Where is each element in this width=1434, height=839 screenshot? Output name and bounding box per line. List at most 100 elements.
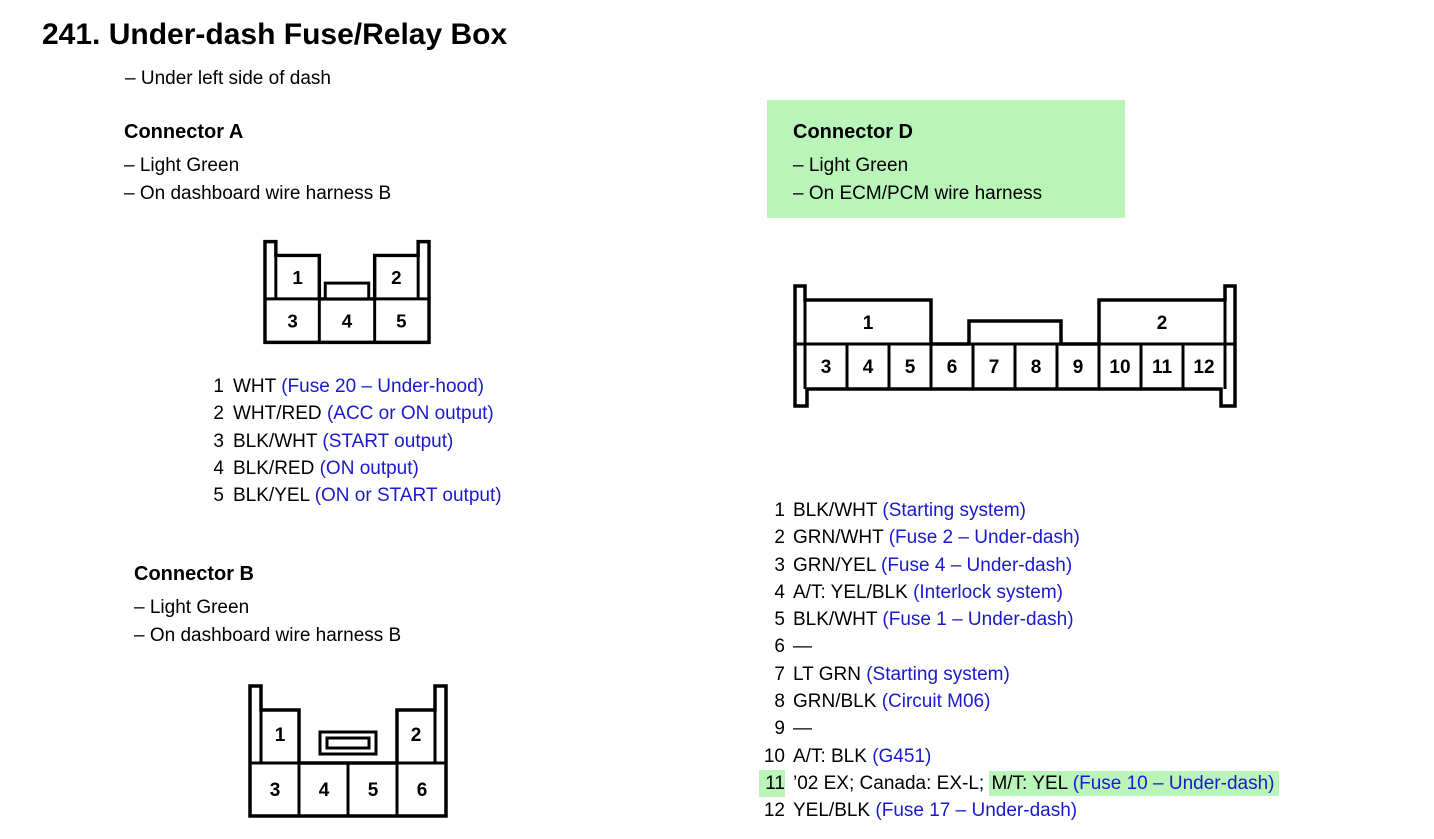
pin-row-highlighted: 11’02 EX; Canada: EX-L; M/T: YEL (Fuse 1… (759, 769, 1280, 798)
connector-b-diagram: 1 2 3 4 5 6 (248, 684, 448, 818)
pin-variant-prefix: ’02 EX; Canada: EX-L; (793, 772, 985, 794)
pin-wire-color: BLK/RED (233, 457, 315, 479)
connector-b-note-color: – Light Green (134, 597, 250, 618)
connector-a-heading: Connector A (124, 121, 244, 143)
pin-wire-color: A/T: BLK (793, 745, 867, 767)
connector-b-cavity-4: 4 (319, 780, 330, 801)
connector-a-cavity-4: 4 (342, 311, 353, 332)
pin-row: 2 WHT/RED (ACC or ON output) (208, 400, 502, 427)
pin-wire-color: GRN/WHT (793, 527, 884, 549)
connector-a-cavity-1: 1 (292, 267, 302, 288)
keying-tab-inner (325, 736, 371, 750)
pin-description: (Fuse 4 – Under-dash) (881, 554, 1073, 576)
pin-wire-color: A/T: YEL/BLK (793, 581, 908, 603)
pin-number: 3 (774, 554, 785, 576)
connector-d-heading: Connector D (793, 121, 913, 143)
pin-description: (Circuit M06) (881, 691, 991, 713)
connector-a-cavity-5: 5 (396, 311, 406, 332)
keying-tab (323, 281, 371, 301)
connector-a-pin-list: 1 WHT (Fuse 20 – Under-hood) 2 WHT/RED (AC… (208, 373, 502, 509)
connector-b-heading: Connector B (134, 563, 254, 585)
connector-d-cavity-12: 12 (1193, 357, 1214, 378)
pin-description: (Interlock system) (913, 581, 1063, 603)
connector-d-note-harness: – On ECM/PCM wire harness (793, 183, 1043, 204)
pin-number: 5 (213, 485, 224, 507)
pin-description: (Fuse 1 – Under-dash) (882, 609, 1074, 631)
connector-a-cavity-3: 3 (287, 311, 297, 332)
connector-b-cavity-1: 1 (275, 725, 286, 746)
pin-number: 2 (774, 527, 785, 549)
pin-row: 6— (759, 633, 1279, 660)
connector-d-outline (793, 284, 1237, 408)
pin-number: 5 (774, 609, 785, 631)
connector-d-cavity-3: 3 (821, 357, 832, 378)
pin-number: 2 (213, 403, 224, 425)
pin-number: 1 (213, 376, 224, 397)
pin-description: (ON output) (319, 457, 419, 479)
page-title: 241. Under-dash Fuse/Relay Box (42, 18, 508, 51)
pin-description: (Fuse 2 – Under-dash) (888, 527, 1080, 549)
pin-row: 1 BLK/WHT (Starting system) (759, 497, 1279, 524)
pin-wire-color: GRN/BLK (793, 691, 877, 713)
connector-a-note-harness: – On dashboard wire harness B (124, 183, 392, 204)
connector-b-cavity-5: 5 (368, 780, 379, 801)
connector-d-cavity-9: 9 (1073, 357, 1084, 378)
pin-row: 5 BLK/WHT (Fuse 1 – Under-dash) (759, 606, 1279, 633)
pin-wire-color: BLK/WHT (793, 609, 878, 631)
pin-description: (G451) (872, 745, 932, 767)
pin-description: (START output) (322, 430, 454, 452)
connector-d-cavity-6: 6 (947, 357, 958, 378)
connector-a-cavity-2: 2 (391, 267, 401, 288)
pin-wire-color: BLK/YEL (233, 485, 310, 507)
pin-row: 10 A/T: BLK (G451) (759, 743, 1279, 770)
connector-d-cavity-4: 4 (863, 357, 874, 378)
pin-row: 4 BLK/RED (ON output) (208, 455, 502, 482)
pin-row: 3 BLK/WHT (START output) (208, 428, 502, 455)
pin-description: (ON or START output) (314, 485, 502, 507)
connector-b-note-harness: – On dashboard wire harness B (134, 625, 402, 646)
pin-number: 4 (213, 457, 224, 479)
pin-description: (Fuse 10 – Under-dash) (1072, 772, 1275, 794)
page-subtitle: – Under left side of dash (125, 68, 331, 89)
pin-wire-color: — (793, 636, 812, 658)
connector-d-cavity-11: 11 (1152, 357, 1173, 378)
pin-description: (Fuse 20 – Under-hood) (281, 376, 484, 397)
connector-d-highlight-box (767, 100, 1125, 218)
pin-number: 6 (774, 636, 785, 658)
pin-number: 1 (774, 500, 785, 521)
pin-row: 2 GRN/WHT (Fuse 2 – Under-dash) (759, 524, 1279, 551)
pin-row: 1 WHT (Fuse 20 – Under-hood) (208, 373, 502, 400)
pin-row: 9— (759, 715, 1279, 742)
pin-wire-color: BLK/WHT (233, 430, 318, 452)
connector-a-note-color: – Light Green (124, 155, 240, 176)
pin-row: 5 BLK/YEL (ON or START output) (208, 482, 502, 509)
pin-description: (Fuse 17 – Under-dash) (875, 800, 1078, 822)
pin-wire-color: M/T: YEL (991, 772, 1068, 794)
pin-number: 3 (213, 430, 224, 452)
pin-row: 4 A/T: YEL/BLK (Interlock system) (759, 579, 1279, 606)
pin-number: 12 (763, 800, 785, 822)
connector-d-cavity-1: 1 (863, 313, 874, 334)
pin-wire-color: WHT/RED (233, 403, 322, 425)
connector-b-cavity-6: 6 (417, 780, 428, 801)
pin-wire-color: BLK/WHT (793, 500, 878, 521)
connector-a-diagram: 1 2 3 4 5 (263, 239, 431, 345)
connector-d-cavity-5: 5 (905, 357, 916, 378)
pin-description: (ACC or ON output) (326, 403, 494, 425)
pin-description: (Starting system) (882, 500, 1026, 521)
pin-wire-color: — (793, 718, 812, 740)
pin-number: 10 (763, 745, 785, 767)
connector-b-cavity-3: 3 (270, 780, 281, 801)
pin-number: 4 (774, 581, 785, 603)
connector-b-cavity-2: 2 (411, 725, 422, 746)
pin-highlight-segment: M/T: YEL (Fuse 10 – Under-dash) (989, 770, 1280, 796)
pin-number: 7 (774, 663, 785, 685)
connector-d-cavity-2: 2 (1157, 313, 1168, 334)
pin-wire-color: WHT (233, 376, 276, 397)
